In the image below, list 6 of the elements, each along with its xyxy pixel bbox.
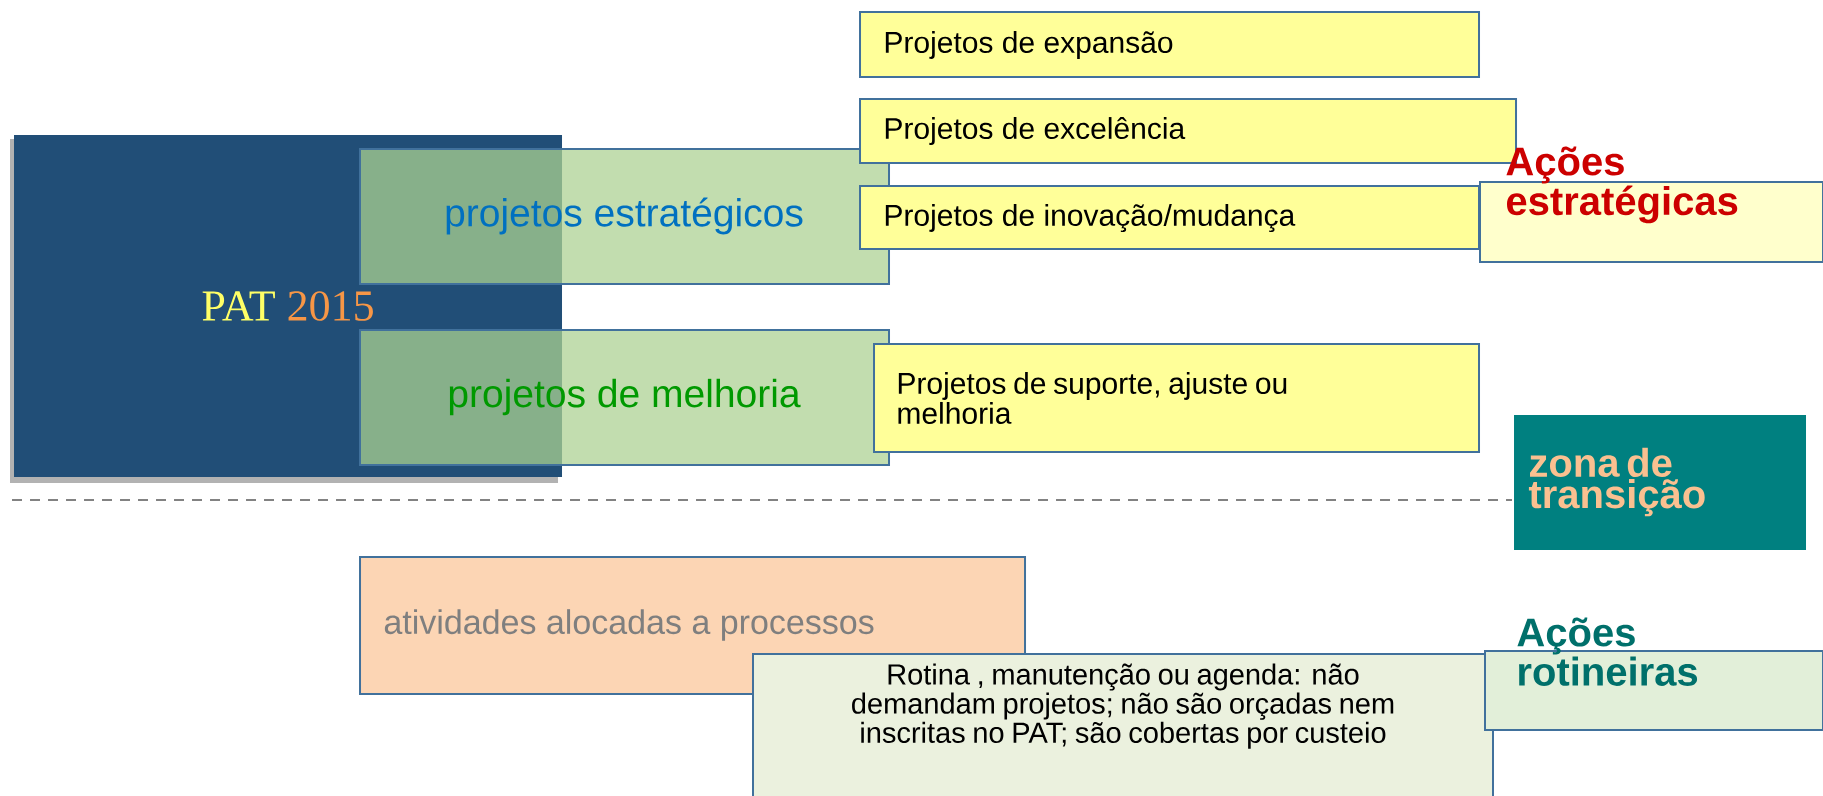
zone-label: zona de transição: [1514, 415, 1806, 550]
category-box: projetos de melhoria: [359, 329, 890, 466]
note-box: Rotina , manutenção ou agenda: não demandam projetos; não são orçadas nem inscritas no PAT; são cobertas por custeio: [752, 653, 1494, 796]
project-box: Projetos de expansão: [859, 11, 1480, 78]
project-box: Projetos de inovação/mudança: [859, 185, 1480, 250]
project-box: Projetos de suporte, ajuste ou melhoria: [873, 343, 1480, 453]
